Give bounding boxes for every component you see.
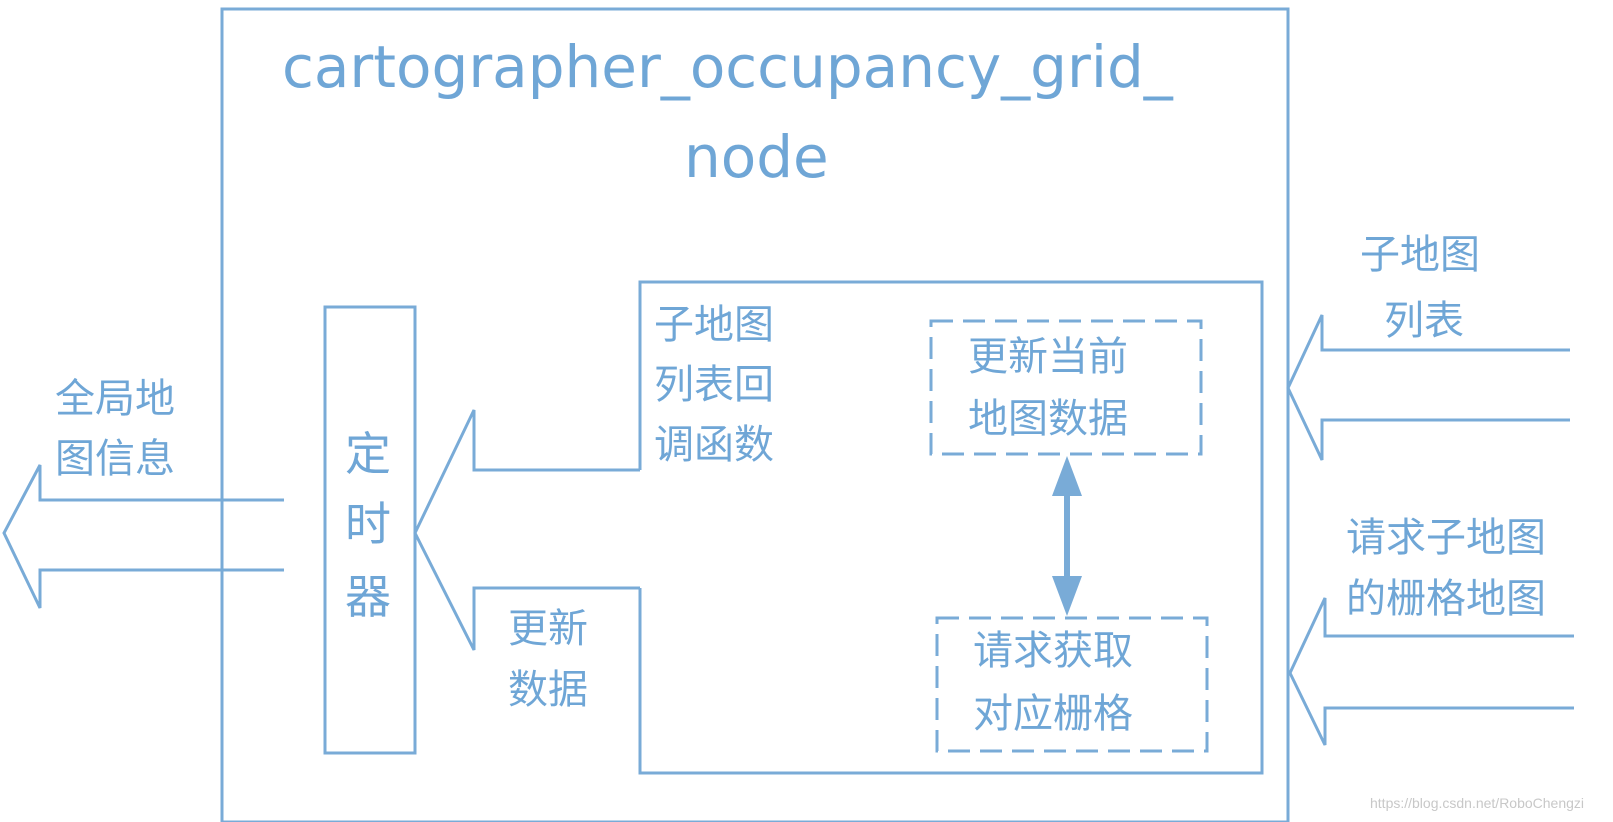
bidirectional-arrow-head-down	[1052, 576, 1082, 616]
update-current-map-box	[929, 319, 1203, 456]
submap-list-input-arrow	[1286, 314, 1570, 461]
request-grid-line-1: 请求获取	[973, 628, 1133, 674]
global-map-info-line-2: 图信息	[55, 436, 175, 482]
watermark: https://blog.csdn.net/RoboChengzi	[1370, 795, 1584, 811]
request-grid-box	[935, 616, 1209, 753]
timer-char-1: 定	[345, 427, 391, 481]
timer-char-3: 器	[345, 570, 391, 624]
request-grid-input-arrow	[1288, 597, 1574, 746]
timer-char-2: 时	[345, 497, 391, 551]
request-grid-line-2: 对应栅格	[973, 691, 1133, 737]
submap-callback-line-1: 子地图	[654, 302, 774, 348]
update-data-line-2: 数据	[508, 667, 588, 713]
node-title-line-2: node	[684, 123, 829, 191]
submap-list-line-2: 列表	[1384, 298, 1464, 344]
global-map-output-arrow	[2, 464, 284, 609]
bidirectional-arrow-head-up	[1052, 456, 1082, 496]
submap-callback-line-2: 列表回	[654, 362, 774, 408]
global-map-info-line-1: 全局地	[55, 376, 175, 422]
update-current-map-line-2: 地图数据	[968, 396, 1128, 442]
outer-node-box	[220, 7, 1290, 822]
update-current-map-line-1: 更新当前	[968, 334, 1128, 380]
submap-list-line-1: 子地图	[1360, 232, 1480, 278]
node-title-line-1: cartographer_occupancy_grid_	[282, 33, 1174, 101]
update-data-line-1: 更新	[508, 606, 588, 652]
request-submap-grid-line-1: 请求子地图	[1346, 515, 1546, 561]
submap-callback-line-3: 调函数	[654, 422, 774, 468]
inner-callback-box	[638, 280, 1264, 775]
request-submap-grid-line-2: 的栅格地图	[1346, 576, 1546, 622]
callback-to-timer-arrow	[413, 409, 640, 651]
